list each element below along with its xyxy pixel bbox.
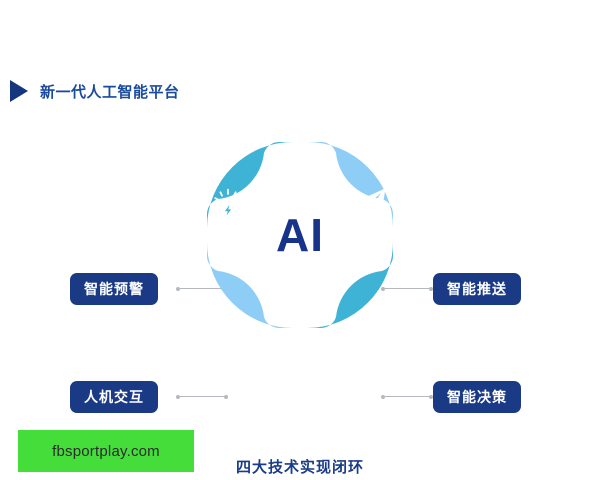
quadrant-shape (207, 242, 293, 328)
donut-ring: AI (205, 140, 395, 330)
ai-text: AI (276, 209, 324, 261)
quadrant-shape (307, 142, 393, 228)
node-chip-label: 人机交互 (84, 389, 144, 405)
connector-line (385, 396, 429, 397)
connector-dot (429, 394, 433, 399)
node-chip-push[interactable]: 智能推送 (433, 273, 521, 305)
node-chip-label: 智能决策 (447, 389, 507, 405)
node-chip-decide[interactable]: 智能决策 (433, 381, 521, 413)
page-header: 新一代人工智能平台 (10, 76, 180, 106)
connector-hci (176, 392, 228, 401)
connector-push (381, 284, 433, 293)
quadrant-shape (207, 142, 293, 228)
connector-line (385, 288, 429, 289)
connector-dot (381, 286, 385, 291)
connector-dot (176, 394, 180, 399)
quadrant-shape (307, 242, 393, 328)
diagram-caption: 四大技术实现闭环 (235, 459, 364, 476)
triangle-right-icon (10, 80, 28, 102)
connector-decide (381, 392, 433, 401)
connector-dot (176, 286, 180, 291)
connector-line (180, 288, 224, 289)
page-title: 新一代人工智能平台 (40, 83, 180, 101)
connector-line (180, 396, 224, 397)
watermark-banner: fbsportplay.com (18, 430, 194, 472)
center-label: AI (255, 190, 345, 280)
connector-dot (381, 394, 385, 399)
connector-dot (224, 394, 228, 399)
node-chip-label: 智能预警 (84, 281, 144, 297)
node-chip-label: 智能推送 (447, 281, 507, 297)
node-chip-warning[interactable]: 智能预警 (70, 273, 158, 305)
ai-capability-diagram: AI 智能预警 智能推送 人机交互 智能决策 四大技术实现闭环 (0, 120, 600, 476)
connector-dot (429, 286, 433, 291)
watermark-text: fbsportplay.com (52, 442, 160, 460)
node-chip-hci[interactable]: 人机交互 (70, 381, 158, 413)
